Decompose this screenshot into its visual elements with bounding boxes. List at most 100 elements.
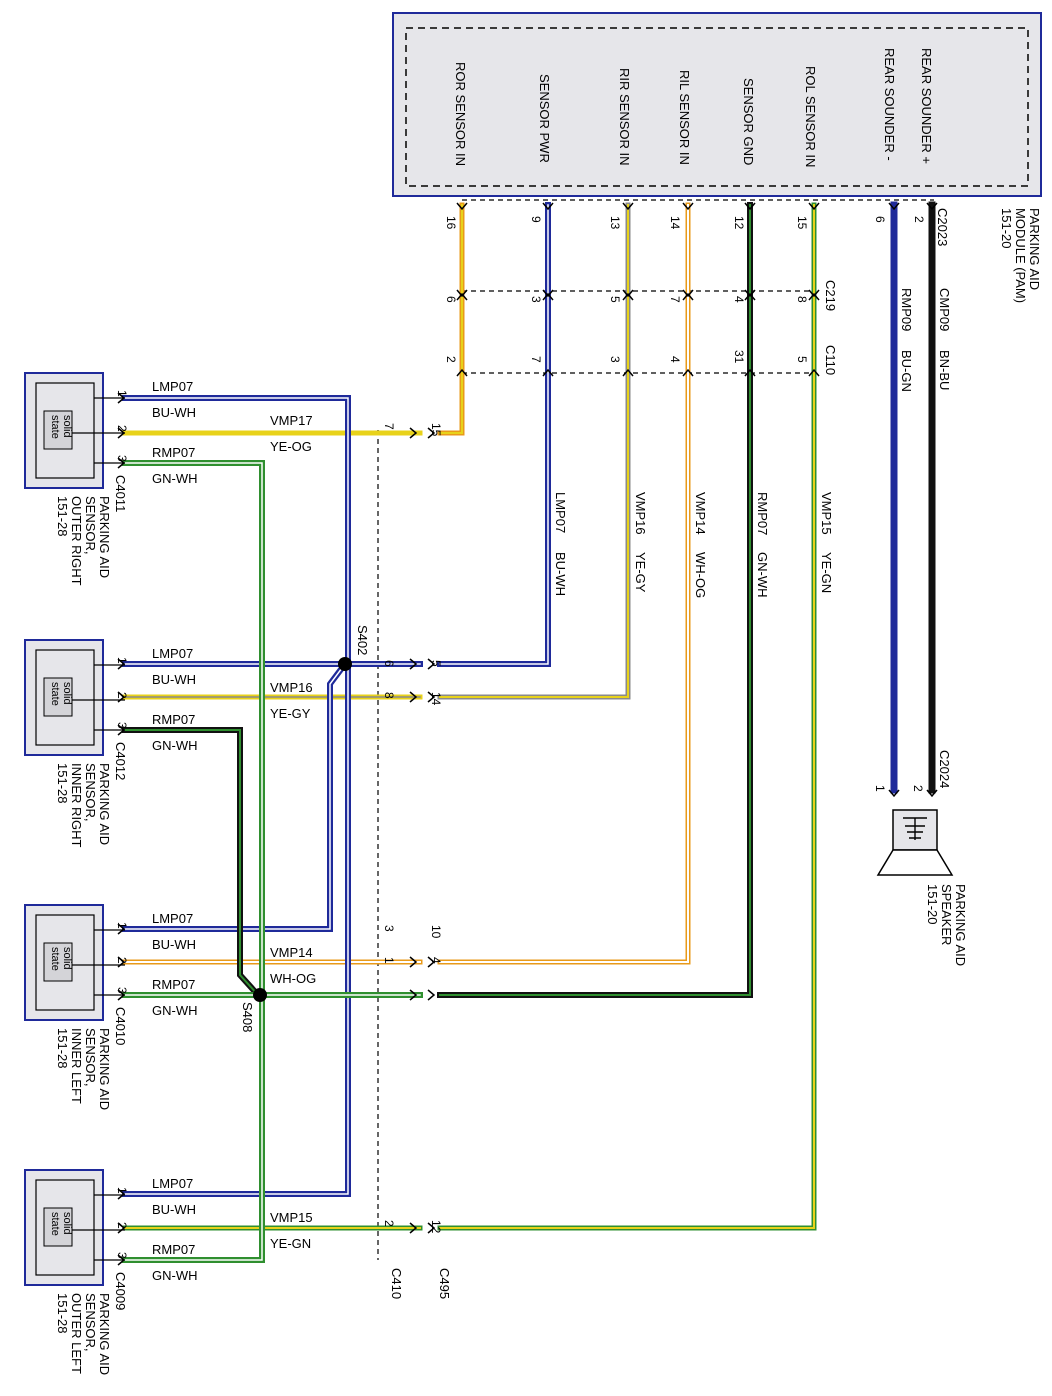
connector-chevron-icon (682, 289, 694, 298)
module-title-line-3: 151-20 (999, 208, 1014, 248)
wire-vmp16 (437, 202, 631, 700)
connector-chevron-icon (808, 202, 820, 211)
module-inner-dashed (405, 27, 1029, 187)
terminal-label-sensor-gnd: SENSOR GND (741, 78, 756, 165)
c219-pin-7: 7 (668, 296, 682, 303)
inline-pin-c495: 4 (429, 957, 443, 964)
parking-aid-module: REAR SOUNDER + REAR SOUNDER - ROL SENSOR… (392, 12, 1042, 303)
connector-chevron-icon (117, 923, 126, 935)
c495-label: C495 (437, 1268, 452, 1299)
wire-label-power-color: BU-WH (152, 937, 196, 952)
c2024-label: C2024 (937, 750, 952, 788)
wire-rmp07-inner-right-stripe (124, 729, 260, 997)
connector-chevron-icon (427, 956, 436, 968)
sensor-title-line: INNER LEFT (69, 1028, 84, 1104)
wire-vmp16-stripe (439, 204, 629, 698)
solid-state-text: state (49, 1212, 61, 1236)
circuit-rmp09-name: RMP09 (899, 288, 914, 331)
wire-label-signal-name: VMP17 (270, 413, 313, 428)
connector-chevron-icon (926, 789, 938, 798)
c110-pin-2: 2 (444, 356, 458, 363)
c219-pin-4: 4 (732, 296, 746, 303)
module-pin-13: 13 (608, 216, 622, 230)
wires (122, 201, 936, 1263)
wire-vmp17 (437, 202, 465, 436)
inline-pin-c495: 15 (429, 423, 443, 437)
speaker-cone-icon (876, 849, 954, 876)
sensor-title-line: PARKING AID (97, 763, 112, 845)
c2024-pin-1: 1 (873, 785, 887, 792)
inline-pin-c410: 1 (382, 957, 396, 964)
wire-rmp07-inner-right (122, 727, 263, 1000)
connector-dashes (377, 199, 934, 1260)
wire-lmp07-outer-right (122, 395, 351, 1197)
sensor-inner-frame (35, 914, 95, 1011)
wire-label-ground-name: RMP07 (152, 445, 195, 460)
sensor-title-line: OUTER RIGHT (69, 496, 84, 586)
connector-chevron-icon (427, 989, 436, 1001)
connector-chevron-icon (456, 289, 468, 298)
wire-label-ground-color: GN-WH (152, 738, 198, 753)
sensor-pin-number: 1 (115, 657, 129, 664)
connector-chevron-icon (808, 289, 820, 298)
connector-chevron-icon (427, 658, 436, 670)
wire-vmp14-stripe (439, 204, 689, 963)
splice-s402-label: S402 (355, 625, 370, 655)
sensor-connector-label: C4010 (113, 1007, 128, 1045)
connector-chevron-icon (744, 289, 756, 298)
sensor-title-line: SENSOR, (83, 763, 98, 822)
speaker-title-line-2: SPEAKER (939, 884, 954, 945)
circuit-vmp16-name: VMP16 (633, 492, 648, 535)
wire-label-ground-name: RMP07 (152, 977, 195, 992)
module-pin-9: 9 (529, 216, 543, 223)
connector-chevron-icon (427, 691, 436, 703)
wire-label-power-color: BU-WH (152, 672, 196, 687)
circuit-lmp07-color: BU-WH (553, 552, 568, 596)
connector-chevron-icon (409, 956, 418, 968)
solid-state-text: solid (61, 682, 73, 705)
circuit-vmp14-color: WH-OG (693, 552, 708, 598)
sensor-title-line: 151-28 (55, 763, 70, 803)
inline-pin-c410: 3 (382, 925, 396, 932)
wire-label-ground-color: GN-WH (152, 1003, 198, 1018)
wire-label-ground-color: GN-WH (152, 471, 198, 486)
speaker-title-line-1: PARKING AID (953, 884, 968, 966)
circuit-cmp09-name: CMP09 (937, 288, 952, 331)
sensor-title-line: SENSOR, (83, 1028, 98, 1087)
sensor-title-line: 151-28 (55, 1293, 70, 1333)
connector-chevron-icon (456, 292, 468, 301)
module-title-line-1: PARKING AID (1027, 208, 1042, 290)
c2024-pin-2: 2 (911, 785, 925, 792)
terminal-label-rear-sounder-plus: REAR SOUNDER + (919, 48, 934, 164)
wire-label-power-name: LMP07 (152, 1176, 193, 1191)
wire-label-ground-name: RMP07 (152, 712, 195, 727)
connector-chevron-icon (808, 368, 820, 377)
wire-label-signal-name: VMP14 (270, 945, 313, 960)
wire-label-power-color: BU-WH (152, 405, 196, 420)
speaker-coil-icon (903, 817, 927, 840)
solid-state-text: solid (61, 415, 73, 438)
wire-rmp07-stripes (124, 462, 421, 1261)
connector-chevron-icon (409, 427, 418, 439)
connector-chevron-icon (622, 289, 634, 298)
circuit-vmp14-name: VMP14 (693, 492, 708, 535)
solid-state-box (43, 1207, 73, 1247)
c410-label: C410 (389, 1268, 404, 1299)
inline-pin-c410: 2 (382, 1220, 396, 1227)
circuit-rmp07-name: RMP07 (755, 492, 770, 535)
sensor-c4011: solidstate123LMP07BU-WHVMP17YE-OGRMP07GN… (24, 372, 443, 586)
sensor-pin-number: 3 (115, 455, 129, 462)
connector-chevron-icon (622, 292, 634, 301)
speaker-title-line-3: 151-20 (925, 884, 940, 924)
module-pin-15: 15 (795, 216, 809, 230)
terminal-label-ril-sensor-in: RIL SENSOR IN (677, 70, 692, 165)
wire-label-ground-name: RMP07 (152, 1242, 195, 1257)
c110-pin-7: 7 (529, 356, 543, 363)
sensor-inner-frame (35, 649, 95, 746)
connector-chevron-icon (409, 989, 418, 1001)
wire-label-power-name: LMP07 (152, 379, 193, 394)
c110-pins: 5 31 4 3 7 2 (444, 350, 809, 364)
connector-chevron-icon (117, 658, 126, 670)
wire-label-power-name: LMP07 (152, 646, 193, 661)
